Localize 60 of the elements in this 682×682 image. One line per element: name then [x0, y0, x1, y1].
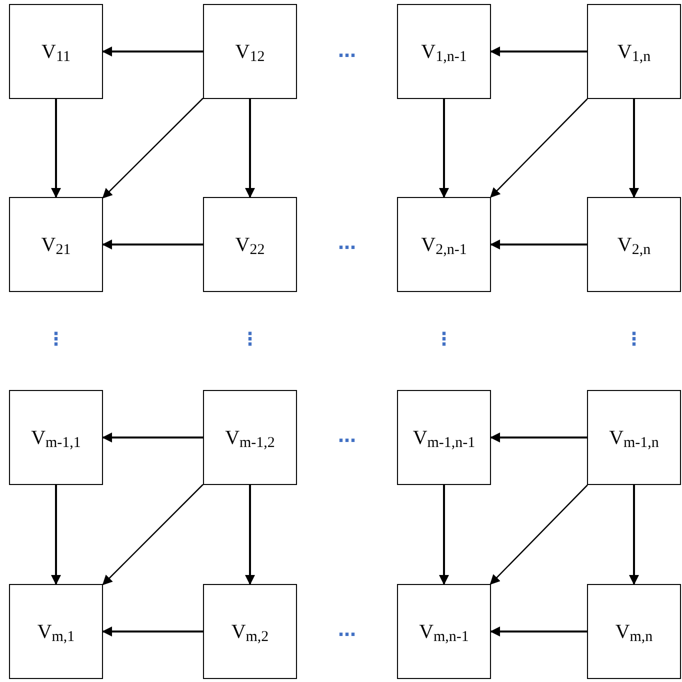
node-label: V$_{m-1,1}$ — [31, 428, 81, 448]
arrow — [102, 484, 204, 586]
node-label: V$_{22}$ — [235, 234, 265, 254]
ellipsis-label: ⋮ — [625, 331, 643, 349]
ellipsis-label: ⋮ — [47, 331, 65, 349]
node-box — [9, 584, 103, 679]
arrow — [490, 484, 588, 585]
node-box — [397, 584, 491, 679]
node-box — [587, 390, 681, 485]
node-box — [397, 390, 491, 485]
arrow — [102, 240, 203, 250]
node-label: V$_{12}$ — [235, 42, 265, 62]
node-box — [9, 197, 103, 292]
arrow — [102, 432, 203, 442]
arrow — [245, 99, 255, 198]
node-box — [203, 4, 297, 99]
arrow — [490, 432, 587, 442]
arrow — [102, 46, 203, 56]
node-label: V$_{m-1,n-1}$ — [412, 428, 476, 448]
arrow — [490, 240, 587, 250]
arrow — [439, 99, 449, 198]
node-box — [203, 197, 297, 292]
node-label: V$_{11}$ — [42, 42, 70, 62]
node-box — [203, 390, 297, 485]
node-label: V$_{21}$ — [41, 234, 71, 254]
ellipsis-label: ⋮ — [241, 331, 259, 349]
node-label: V$_{1,n-1}$ — [421, 42, 467, 62]
arrow — [102, 626, 203, 636]
node-box — [587, 584, 681, 679]
node-label: V$_{2,n}$ — [617, 234, 651, 254]
arrow — [102, 98, 204, 198]
ellipsis-label: … — [338, 235, 356, 253]
node-box — [203, 584, 297, 679]
node-label: V$_{m,2}$ — [231, 622, 269, 642]
node-label: V$_{m,1}$ — [37, 622, 75, 642]
arrow — [629, 485, 639, 585]
node-box — [587, 197, 681, 292]
node-box — [9, 4, 103, 99]
ellipsis-label: ⋮ — [435, 331, 453, 349]
node-label: V$_{m-1,n}$ — [609, 428, 659, 448]
arrow — [490, 46, 587, 56]
node-label: V$_{1,n}$ — [617, 42, 651, 62]
ellipsis-label: … — [338, 428, 356, 446]
arrow — [490, 98, 588, 198]
arrow — [245, 485, 255, 585]
node-box — [397, 4, 491, 99]
node-label: V$_{2,n-1}$ — [421, 234, 467, 254]
node-box — [9, 390, 103, 485]
node-label: V$_{m,n-1}$ — [419, 622, 469, 642]
node-label: V$_{m-1,2}$ — [225, 428, 275, 448]
ellipsis-label: … — [338, 43, 356, 61]
node-box — [587, 4, 681, 99]
node-box — [397, 197, 491, 292]
arrow — [629, 99, 639, 198]
node-label: V$_{m,n}$ — [615, 622, 653, 642]
arrow — [51, 485, 61, 585]
arrow — [51, 99, 61, 198]
arrow — [439, 485, 449, 585]
arrow — [490, 626, 587, 636]
ellipsis-label: … — [338, 622, 356, 640]
